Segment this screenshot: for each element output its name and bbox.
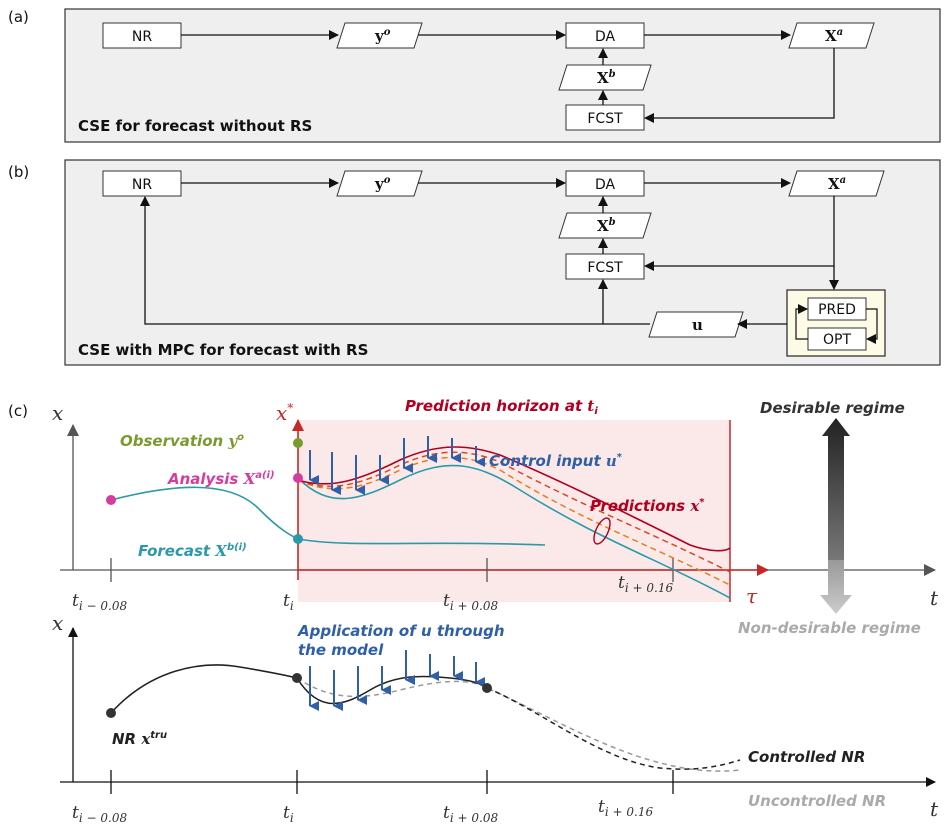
observation-point [293, 438, 303, 448]
tick-top-ti-minus: ti − 0.08 [72, 591, 127, 613]
nr-end-control-point [482, 683, 492, 693]
panel-b-tag: (b) [8, 163, 29, 181]
bottom-axes: x t [52, 611, 939, 821]
panel-b-nr-box: NR [102, 170, 182, 197]
bottom-x-axis-label: x [52, 611, 63, 635]
analysis-point [293, 473, 303, 483]
analysis-label: Analysis Xa(i) [167, 470, 275, 488]
panel-b-yo-label: yo [374, 175, 391, 193]
panel-a-xb-label: Xb [597, 69, 616, 87]
panel-a-arrows [181, 30, 835, 123]
forecast-point [293, 534, 303, 544]
controlled-nr-solid-curve [296, 675, 488, 705]
panel-b-da-label: DA [595, 177, 616, 193]
panel-b-yo-box: yo [336, 170, 423, 197]
panel-b-pred-label: PRED [818, 302, 856, 318]
panel-b-u-label: u [692, 316, 703, 334]
panel-b-xb-label: Xb [597, 217, 616, 235]
analysis-start-point [106, 495, 116, 505]
nr-start-point [106, 708, 116, 718]
panel-a-yo-label: yo [374, 27, 391, 45]
panel-b-fcst-box: FCST [565, 253, 645, 280]
bottom-ticks [110, 770, 674, 794]
panel-b-fcst-label: FCST [587, 260, 623, 276]
prediction-horizon-label: Prediction horizon at ti [405, 397, 598, 417]
panel-a-xb-box: Xb [558, 64, 652, 91]
nr-history-curve [110, 664, 298, 714]
panel-c-tag: (c) [8, 402, 28, 420]
tick-bottom-ti-plus-016: ti + 0.16 [598, 797, 653, 819]
panel-a-tag: (a) [8, 8, 29, 26]
tick-top-ti-plus-008: ti + 0.08 [443, 591, 498, 613]
forecast-curve [110, 486, 546, 546]
tick-bottom-ti-plus-008: ti + 0.08 [443, 803, 498, 825]
panel-b-xa-label: Xa [828, 175, 846, 193]
panel-b-da-box: DA [565, 170, 645, 197]
application-label-line2: the model [298, 641, 384, 659]
panel-a-yo-box: yo [336, 22, 423, 49]
prediction-horizon-area [298, 420, 730, 602]
panel-b-mpc-box: PRED OPT [786, 289, 886, 357]
control-arrows-bottom [309, 650, 485, 711]
nr-label: NR xtru [112, 730, 167, 748]
uncontrolled-nr-curve [296, 677, 741, 772]
panel-a-da-label: DA [595, 29, 616, 45]
tick-bottom-ti: ti [283, 803, 294, 825]
desirable-regime-label: Desirable regime [760, 399, 905, 417]
x-star-axis-label: x* [276, 401, 293, 425]
panel-a-da-box: DA [565, 22, 645, 49]
panel-a-nr-box: NR [102, 22, 182, 49]
tick-top-ti: ti [283, 591, 294, 613]
panel-b-opt-label: OPT [823, 332, 851, 348]
forecast-label: Forecast Xb(i) [138, 542, 247, 560]
panel-b-nr-label: NR [132, 177, 152, 193]
panel-a-title: CSE for forecast without RS [78, 117, 312, 135]
application-label-line1: Application of u through [297, 622, 505, 640]
control-arrows-top [309, 436, 485, 495]
top-t-axis-label: t [930, 586, 939, 610]
panel-b-u-box: u [648, 311, 744, 338]
forecast-continuation-curve [297, 464, 731, 599]
tick-top-ti-plus-016: ti + 0.16 [618, 573, 673, 595]
prediction-curve-orange [297, 456, 731, 586]
bottom-t-axis-label: t [930, 797, 939, 821]
control-input-label: Control input u* [489, 452, 623, 470]
panel-b-xa-box: Xa [788, 170, 885, 197]
panel-b-title: CSE with MPC for forecast with RS [78, 341, 368, 359]
top-x-axis-label: x [52, 401, 63, 425]
non-desirable-regime-label: Non-desirable regime [738, 619, 921, 637]
controlled-nr-label: Controlled NR [748, 748, 865, 766]
prediction-curve-solid [297, 446, 731, 552]
predictions-ellipse [593, 517, 611, 545]
panel-b-arrows [140, 178, 839, 329]
panel-a-fcst-label: FCST [587, 111, 623, 127]
panel-a-xa-label: Xa [825, 27, 843, 45]
controlled-nr-dashed-curve [486, 687, 741, 770]
regime-arrow [820, 418, 852, 614]
observation-label: Observation yo [120, 432, 244, 450]
predictions-label: Predictions x* [590, 497, 705, 515]
panel-a-nr-label: NR [132, 29, 152, 45]
uncontrolled-nr-label: Uncontrolled NR [748, 792, 886, 810]
tau-axis-label: τ [746, 584, 758, 608]
nr-ti-point [292, 673, 302, 683]
panel-b-xb-box: Xb [558, 212, 652, 239]
panel-a-xa-box: Xa [788, 22, 875, 49]
panel-a-fcst-box: FCST [565, 104, 645, 131]
tick-bottom-ti-minus: ti − 0.08 [72, 803, 127, 825]
